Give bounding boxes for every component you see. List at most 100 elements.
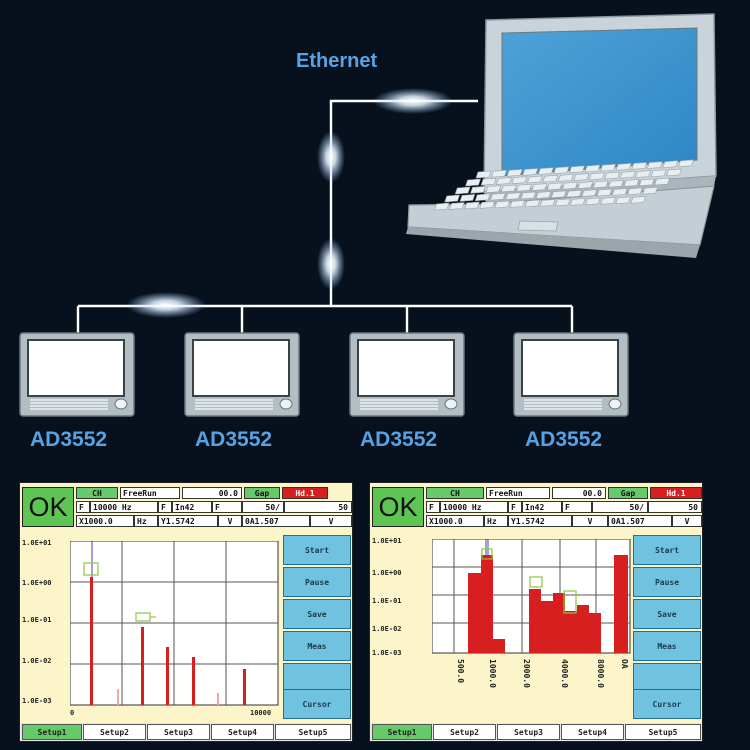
keyboard-key (506, 168, 523, 177)
level-cell[interactable]: 00.0 (182, 487, 242, 499)
meas-button[interactable]: Meas (633, 631, 701, 661)
keyboard-key (678, 159, 694, 168)
keyboard-key (490, 192, 506, 201)
gap-cell[interactable]: Gap (244, 487, 280, 499)
cursor-button[interactable]: Cursor (633, 689, 701, 719)
avg-cell[interactable]: 50/ (242, 501, 284, 513)
keyboard-key (608, 179, 624, 188)
cursor-y-unit: V (218, 515, 242, 527)
x-tick: 2000.0 (522, 659, 531, 688)
hold-cell[interactable]: Hd.1 (650, 487, 702, 499)
tab-setup1[interactable]: Setup1 (22, 724, 82, 740)
keyboard-key (520, 191, 537, 200)
keyboard-key (615, 196, 631, 205)
data-packet-glows (126, 88, 453, 318)
x-tick: 1000.0 (488, 659, 497, 688)
freq-range-cell[interactable]: 10000 Hz (440, 501, 508, 513)
keyboard-key (511, 176, 528, 185)
avg-cell[interactable]: 50/ (592, 501, 648, 513)
spectrum-plot-1[interactable] (70, 541, 280, 707)
tab-setup3[interactable]: Setup3 (497, 724, 560, 740)
keyboard-key (474, 193, 491, 202)
keyboard-key (449, 202, 465, 210)
keyboard-key (630, 195, 646, 204)
y-tick: 1.0E-02 (372, 625, 402, 633)
analyzer-device-icon (184, 332, 300, 417)
tab-setup3[interactable]: Setup3 (147, 724, 210, 740)
input-cell[interactable]: In42 (172, 501, 212, 513)
keyboard-key (581, 189, 598, 197)
start-button[interactable]: Start (283, 535, 351, 565)
keyboard-key (542, 174, 559, 183)
device-label-4: AD3552 (525, 428, 603, 451)
channel-cell[interactable]: CH (426, 487, 484, 499)
blank-button[interactable] (283, 663, 351, 693)
tab-setup5[interactable]: Setup5 (275, 724, 351, 740)
keyboard-key (584, 164, 601, 173)
mode-cell[interactable]: FreeRun (486, 487, 550, 499)
keyboard-key (531, 183, 548, 191)
keyboard-key (454, 186, 471, 195)
keyboard-key (465, 178, 481, 187)
mode-cell[interactable]: FreeRun (120, 487, 180, 499)
keyboard-key (470, 185, 486, 194)
tab-setup1[interactable]: Setup1 (372, 724, 432, 740)
keyboard-key (509, 200, 526, 208)
device-label-3: AD3552 (360, 428, 438, 451)
y-tick: 1.0E-02 (22, 657, 52, 665)
keyboard-key (600, 163, 616, 172)
analyzer-screen-1: OK CH FreeRun 00.0 Gap Hd.1 F 10000 Hz F… (19, 482, 353, 742)
keyboard-key (635, 170, 651, 178)
keyboard-key (554, 198, 571, 207)
analyzer-device-icon (19, 332, 135, 417)
keyboard-key (585, 197, 601, 206)
keyboard-key (539, 199, 556, 207)
input-cell[interactable]: In42 (522, 501, 562, 513)
level-cell[interactable]: 00.0 (552, 487, 606, 499)
x-tick: OA (620, 659, 629, 669)
freq-range-cell[interactable]: 10000 Hz (90, 501, 158, 513)
overall-unit: V (672, 515, 702, 527)
cursor-y-unit: V (572, 515, 608, 527)
cursor-button[interactable]: Cursor (283, 689, 351, 719)
cursor-x-cell: X1000.0 (426, 515, 484, 527)
laptop-icon (406, 13, 717, 258)
hold-cell[interactable]: Hd.1 (282, 487, 328, 499)
octave-band-plot[interactable] (432, 539, 632, 655)
keyboard-key (464, 201, 480, 210)
keyboard-key (627, 187, 643, 196)
ok-status: OK (22, 487, 74, 527)
start-button[interactable]: Start (633, 535, 701, 565)
device-label-1: AD3552 (30, 428, 108, 451)
avg-total-cell: 50 (648, 501, 702, 513)
tab-setup4[interactable]: Setup4 (211, 724, 274, 740)
channel-cell[interactable]: CH (76, 487, 118, 499)
y-tick: 1.0E+01 (372, 537, 402, 545)
f-cell: F (426, 501, 440, 513)
f-cell: F (76, 501, 90, 513)
tab-setup2[interactable]: Setup2 (83, 724, 146, 740)
f-cell: F (158, 501, 172, 513)
tab-setup5[interactable]: Setup5 (625, 724, 701, 740)
keyboard-key (666, 168, 682, 177)
f-cell: F (508, 501, 522, 513)
meas-button[interactable]: Meas (283, 631, 351, 661)
save-button[interactable]: Save (633, 599, 701, 629)
keyboard-key (592, 180, 609, 189)
pause-button[interactable]: Pause (633, 567, 701, 597)
cursor-x-unit: Hz (134, 515, 158, 527)
y-tick: 1.0E-03 (22, 697, 52, 705)
keyboard-key (553, 166, 570, 175)
keyboard-key (550, 190, 567, 199)
keyboard-key (650, 169, 667, 178)
device-label-2: AD3552 (195, 428, 273, 451)
pause-button[interactable]: Pause (283, 567, 351, 597)
keyboard-key (596, 188, 613, 197)
keyboard-key (516, 183, 532, 192)
save-button[interactable]: Save (283, 599, 351, 629)
tab-setup4[interactable]: Setup4 (561, 724, 624, 740)
gap-cell[interactable]: Gap (608, 487, 648, 499)
keyboard-key (485, 185, 502, 193)
tab-setup2[interactable]: Setup2 (433, 724, 496, 740)
keyboard-key (662, 160, 679, 169)
